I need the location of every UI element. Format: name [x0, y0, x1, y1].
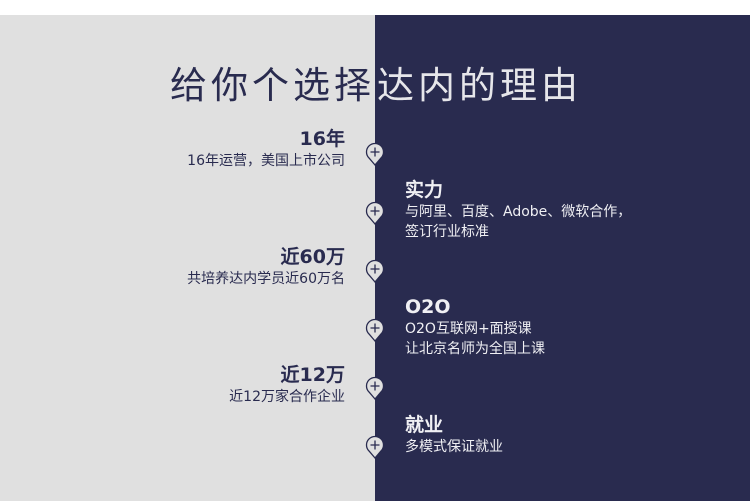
item-desc: 16年运营，美国上市公司: [187, 153, 345, 169]
plus-pin-icon: [365, 317, 385, 343]
right-item: O2O O2O互联网+面授课让北京名师为全国上课: [405, 295, 545, 359]
left-item: 近60万共培养达内学员近60万名: [187, 245, 345, 289]
right-item: 实力与阿里、百度、Adobe、微软合作， 签订行业标准: [405, 178, 631, 242]
item-heading: 近60万: [280, 246, 345, 268]
right-panel: [375, 15, 750, 501]
right-item: 就业多模式保证就业: [405, 413, 503, 457]
title-light-part: 达内的理由: [377, 64, 582, 107]
plus-pin-icon: [365, 434, 385, 460]
item-heading: 实力: [405, 179, 444, 201]
item-heading: O2O: [405, 296, 451, 318]
title-dark-part: 给你个选择: [170, 64, 375, 107]
item-desc: 共培养达内学员近60万名: [187, 271, 345, 287]
reasons-section: 给你个选择 达内的理由 16年 16年运营，美国上市公司 近60万共培养达内学员近…: [0, 15, 750, 501]
item-heading: 就业: [405, 414, 444, 436]
left-item: 16年 16年运营，美国上市公司: [187, 127, 345, 171]
item-desc: 与阿里、百度、Adobe、微软合作，: [405, 204, 632, 220]
plus-pin-icon: [365, 141, 385, 167]
item-desc: 让北京名师为全国上课: [405, 341, 545, 357]
item-desc: O2O互联网+面授课: [405, 321, 532, 337]
item-desc: 多模式保证就业: [405, 439, 503, 455]
item-desc: 签订行业标准: [405, 224, 489, 240]
plus-pin-icon: [365, 200, 385, 226]
plus-pin-icon: [365, 258, 385, 284]
left-item: 近12万近12万家合作企业: [229, 363, 345, 407]
item-desc: 近12万家合作企业: [229, 389, 345, 405]
item-heading: 16年: [299, 128, 345, 150]
item-heading: 近12万: [280, 364, 345, 386]
plus-pin-icon: [365, 375, 385, 401]
left-panel: [0, 15, 375, 501]
